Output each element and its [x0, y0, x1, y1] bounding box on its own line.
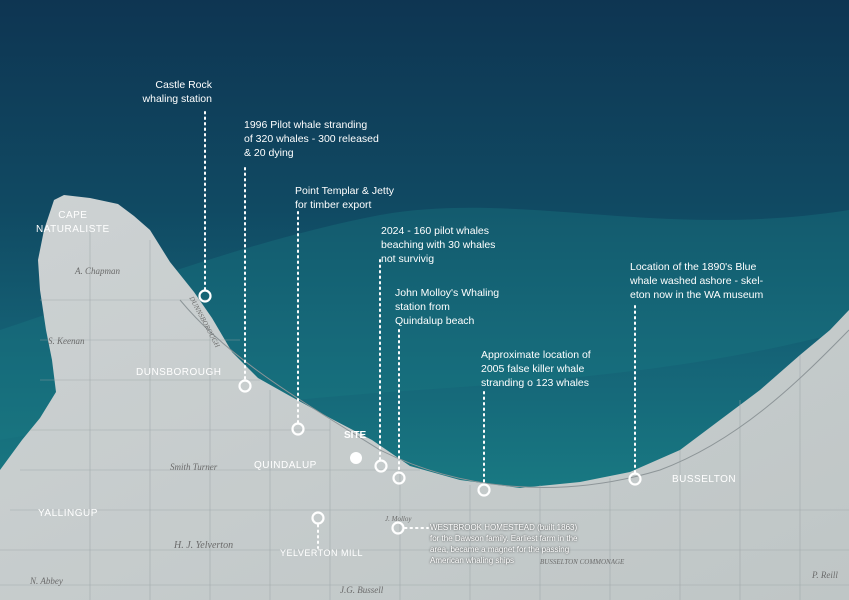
annotation-point-templar: Point Templar & Jetty for timber export: [295, 185, 395, 211]
road-line: [179, 299, 849, 488]
place-busselton: BUSSELTON: [672, 474, 737, 485]
marker-pilot-1996: [238, 379, 252, 393]
map-word-keenan: S. Keenan: [48, 336, 85, 346]
annotation-castle-rock: Castle Rock whaling station: [142, 79, 212, 105]
place-site: SITE: [344, 430, 367, 441]
cadastral-lines: [0, 230, 849, 600]
marker-blue-whale: [628, 472, 642, 486]
marker-false-killer: [477, 483, 491, 497]
land-mass: [0, 195, 849, 600]
place-quindalup: QUINDALUP: [254, 460, 317, 471]
annotation-pilot-1996: 1996 Pilot whale stranding of 320 whales…: [244, 119, 379, 159]
map-word-bussell: J.G. Bussell: [340, 585, 384, 595]
annotation-false-killer: Approximate location of 2005 false kille…: [481, 349, 591, 389]
place-yelverton-mill: YELVERTON MILL: [280, 548, 364, 558]
marker-yelverton-mill: [311, 511, 325, 525]
map-word-chapman: A. Chapman: [75, 266, 120, 276]
annotation-westbrook: WESTBROOK HOMESTEAD (built 1863) for the…: [430, 523, 578, 565]
annotation-pilot-2024: 2024 - 160 pilot whales beaching with 30…: [381, 225, 496, 265]
map-word-busselton-commonage: BUSSELTON COMMONAGE: [540, 558, 625, 566]
map-word-abbey: N. Abbey: [30, 576, 63, 586]
marker-point-templar: [291, 422, 305, 436]
marker-castle-rock: [198, 289, 212, 303]
place-cape-naturaliste: CAPE NATURALISTE: [36, 210, 110, 235]
marker-westbrook: [391, 521, 405, 535]
map-word-reilly: P. Reill: [812, 570, 838, 580]
place-yallingup: YALLINGUP: [38, 508, 98, 519]
marker-molloy: [392, 471, 406, 485]
annotation-blue-whale: Location of the 1890's Blue whale washed…: [630, 261, 764, 301]
map-word-molloy: J. Molloy: [385, 515, 412, 523]
annotation-molloy: John Molloy's Whaling station from Quind…: [395, 287, 500, 327]
map-word-smith-turner: Smith Turner: [170, 462, 218, 472]
site-dot: [350, 452, 362, 464]
marker-pilot-2024: [374, 459, 388, 473]
place-dunsborough: DUNSBOROUGH: [136, 367, 222, 378]
map-word-yelverton: H. J. Yelverton: [174, 540, 234, 551]
